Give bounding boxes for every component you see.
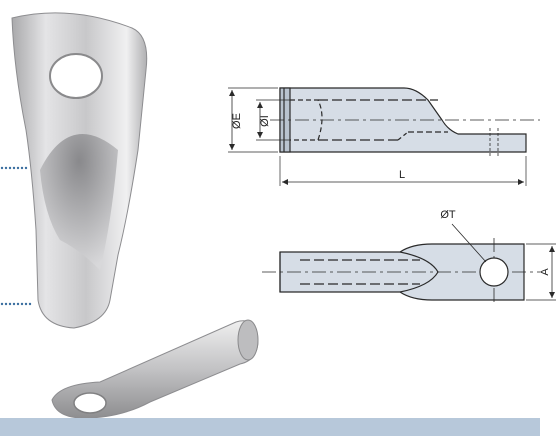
side-view-drawing — [228, 87, 540, 186]
label-length: L — [399, 169, 405, 181]
label-outer-diameter: ØE — [231, 113, 243, 129]
lug-hole — [49, 53, 103, 99]
top-view-hole — [479, 257, 509, 287]
label-inner-diameter: ØI — [259, 115, 271, 127]
lug-photo-small — [51, 319, 259, 419]
bottom-band — [0, 418, 540, 436]
label-palm-width: A — [539, 268, 551, 276]
leader-dots — [0, 166, 32, 306]
lug-photo-large — [11, 12, 148, 329]
label-hole-diameter: ØT — [440, 209, 456, 221]
top-view-drawing — [262, 223, 556, 306]
